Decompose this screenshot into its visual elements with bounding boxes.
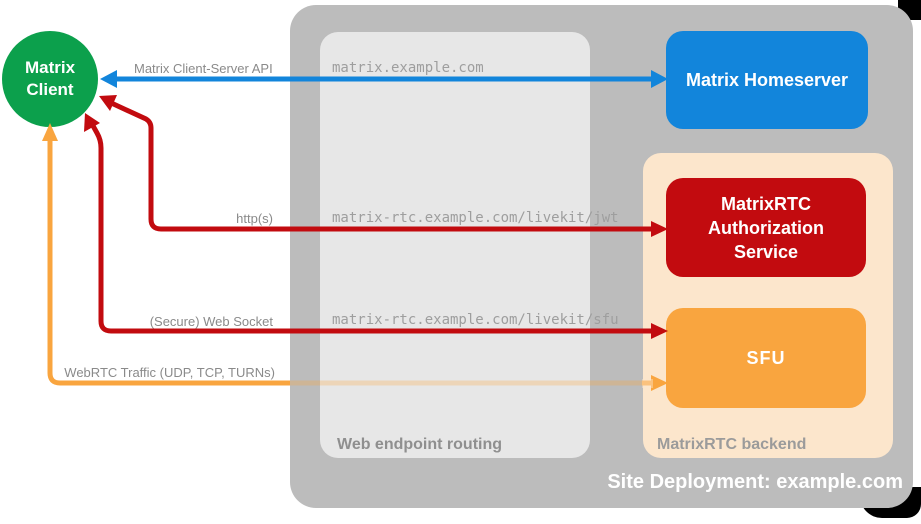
matrix-homeserver-node: Matrix Homeserver	[666, 31, 868, 129]
matrixrtc-authorization-service-label: MatrixRTC Authorization Service	[708, 193, 824, 262]
matrix-homeserver-label: Matrix Homeserver	[685, 69, 849, 90]
matrix-client-node: Matrix Client	[2, 31, 98, 127]
webrtc-traffic-arrow-label: WebRTC Traffic (UDP, TCP, TURNs)	[64, 365, 275, 380]
https-arrow-label: http(s)	[236, 211, 273, 226]
matrixrtc-authorization-service-node: MatrixRTC Authorization Service	[666, 178, 866, 277]
endpoint-livekit-sfu: matrix-rtc.example.com/livekit/sfu	[332, 312, 619, 328]
websocket-arrow-label: (Secure) Web Socket	[149, 314, 273, 329]
site-deployment-caption: Site Deployment: example.com	[607, 471, 903, 493]
sfu-node: SFU	[666, 308, 866, 408]
client-server-api-arrow-label: Matrix Client-Server API	[134, 61, 273, 76]
web-endpoint-routing-caption: Web endpoint routing	[337, 436, 503, 453]
web-endpoint-routing-container	[320, 32, 590, 458]
sfu-label: SFU	[746, 347, 786, 368]
matrix-client-label: Matrix Client	[24, 58, 76, 99]
matrixrtc-backend-caption: MatrixRTC backend	[657, 436, 807, 453]
endpoint-livekit-jwt: matrix-rtc.example.com/livekit/jwt	[332, 210, 619, 226]
endpoint-matrix-example-com: matrix.example.com	[332, 60, 484, 76]
